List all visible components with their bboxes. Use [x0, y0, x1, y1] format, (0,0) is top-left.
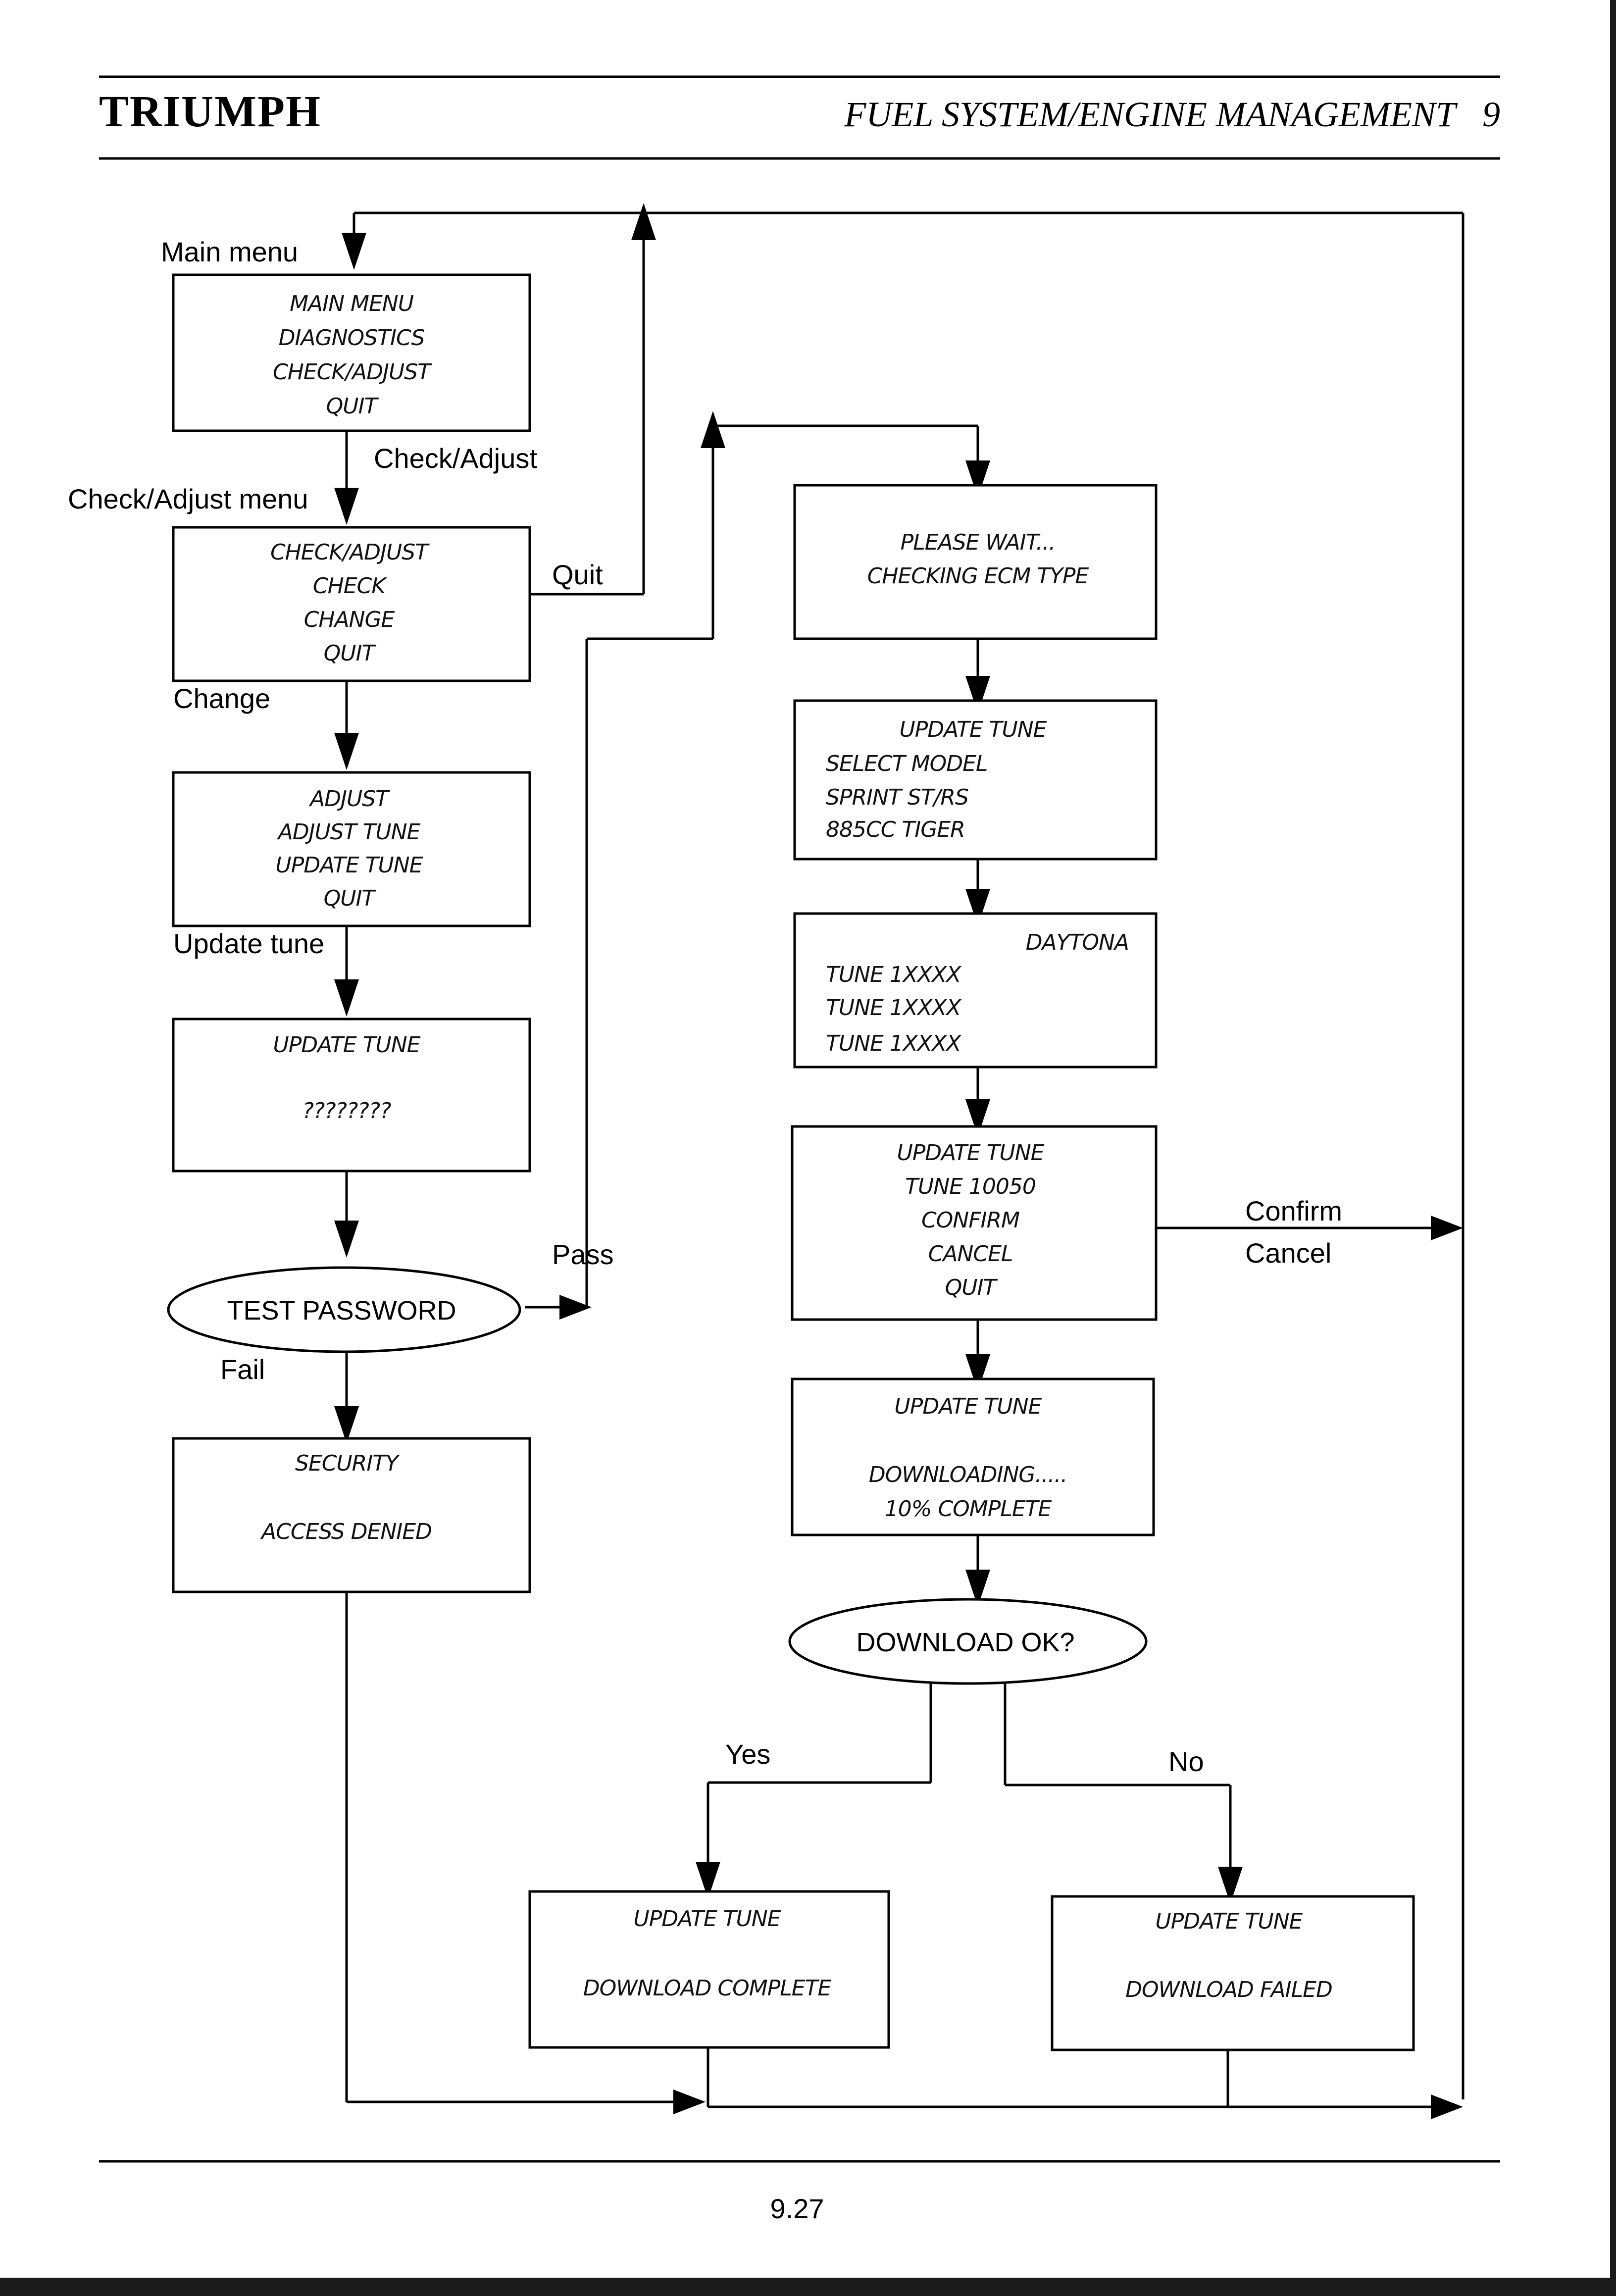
screen-line: SELECT MODEL: [826, 751, 987, 776]
screen-line: SECURITY: [295, 1451, 400, 1476]
label-change: Change: [173, 683, 270, 714]
arrowhead-main-menu: [342, 233, 366, 270]
screen-check-adjust: CHECK/ADJUST CHECK CHANGE QUIT: [172, 526, 531, 682]
arrowhead-test-password: [334, 1221, 359, 1258]
arrowhead-bottom-return: [1431, 2094, 1463, 2119]
screen-line: TUNE 1XXXX: [826, 1031, 961, 1056]
screen-select-model: UPDATE TUNE SELECT MODEL SPRINT ST/RS 88…: [793, 699, 1158, 861]
screen-download-failed: UPDATE TUNE DOWNLOAD FAILED: [1051, 1895, 1415, 2051]
arrowhead-adjust: [334, 733, 359, 770]
screen-line: DOWNLOADING.....: [869, 1462, 1067, 1487]
screen-line: 885CC TIGER: [826, 817, 965, 842]
screen-daytona: DAYTONA TUNE 1XXXX TUNE 1XXXX TUNE 1XXXX: [793, 912, 1158, 1069]
screen-line: 10% COMPLETE: [885, 1496, 1052, 1522]
arrowhead-download-complete: [696, 1862, 720, 1899]
arrowhead-download-failed: [1218, 1867, 1243, 1904]
screen-line: UPDATE TUNE: [895, 1394, 1042, 1419]
arrowhead-select-model: [965, 676, 990, 713]
screen-line: QUIT: [324, 886, 377, 911]
page-footer: 9.27: [99, 2160, 1500, 2224]
screen-line: UPDATE TUNE: [900, 717, 1047, 742]
arrowhead-pass: [559, 1295, 592, 1320]
arrowhead-security-return: [673, 2090, 706, 2114]
screen-please-wait: PLEASE WAIT... CHECKING ECM TYPE: [793, 484, 1158, 640]
arrowhead-daytona: [965, 889, 990, 926]
screen-line: TUNE 1XXXX: [826, 962, 961, 987]
screen-line: ACCESS DENIED: [260, 1519, 432, 1544]
screen-line: SPRINT ST/RS: [826, 785, 968, 810]
screen-line: UPDATE TUNE: [897, 1140, 1045, 1166]
screen-line: TUNE 1XXXX: [826, 995, 961, 1020]
screen-line: PLEASE WAIT...: [901, 530, 1056, 555]
screen-line: ????????: [303, 1098, 391, 1123]
arrowhead-pass-up: [701, 411, 725, 448]
screen-line: QUIT: [945, 1275, 998, 1300]
label-check-adjust-menu: Check/Adjust menu: [68, 483, 308, 514]
screen-line: ADJUST: [308, 786, 390, 812]
screen-confirm-tune: UPDATE TUNE TUNE 10050 CONFIRM CANCEL QU…: [791, 1125, 1158, 1321]
screen-adjust: ADJUST ADJUST TUNE UPDATE TUNE QUIT: [172, 771, 531, 927]
screen-line: TUNE 10050: [905, 1174, 1036, 1199]
screen-line: ADJUST TUNE: [277, 819, 421, 845]
screen-line: CONFIRM: [921, 1208, 1019, 1233]
screen-line: UPDATE TUNE: [276, 853, 423, 878]
page-number: 9.27: [770, 2193, 824, 2224]
screen-line: DIAGNOSTICS: [279, 325, 425, 351]
screen-security: SECURITY ACCESS DENIED: [172, 1437, 531, 1593]
arrowhead-check-adjust: [334, 488, 359, 525]
screen-line: CHANGE: [304, 607, 395, 632]
screen-line: CHECK: [313, 573, 387, 599]
label-quit: Quit: [552, 559, 603, 590]
arrowhead-quit: [631, 203, 656, 240]
screen-line: UPDATE TUNE: [634, 1906, 781, 1932]
label-no: No: [1168, 1746, 1204, 1777]
screen-line: CHECK/ADJUST: [273, 359, 432, 385]
arrowhead-security: [334, 1406, 359, 1443]
screen-line: CANCEL: [928, 1241, 1013, 1267]
screen-line: CHECK/ADJUST: [270, 540, 430, 565]
label-yes: Yes: [725, 1738, 770, 1770]
screen-line: QUIT: [324, 641, 377, 666]
arrowhead-password: [334, 979, 359, 1017]
page-header: TRIUMPH FUEL SYSTEM/ENGINE MANAGEMENT 9: [99, 75, 1500, 160]
flow-labels: Main menu Check/Adjust Check/Adjust menu…: [68, 236, 1342, 1777]
arrowhead-please-wait: [965, 460, 990, 498]
screen-main-menu: MAIN MENU DIAGNOSTICS CHECK/ADJUST QUIT: [172, 273, 531, 432]
screen-password: UPDATE TUNE ????????: [172, 1018, 531, 1173]
section-title: FUEL SYSTEM/ENGINE MANAGEMENT: [844, 95, 1458, 134]
screen-line: CHECKING ECM TYPE: [867, 563, 1089, 589]
arrowhead-download-ok: [965, 1570, 990, 1607]
arrowhead-confirm-cancel: [1431, 1216, 1463, 1240]
decision-label: DOWNLOAD OK?: [856, 1628, 1074, 1657]
label-fail: Fail: [220, 1354, 265, 1385]
arrowhead-downloading: [965, 1354, 990, 1391]
screen-line: UPDATE TUNE: [273, 1032, 421, 1058]
decision-test-password: TEST PASSWORD: [167, 1266, 521, 1353]
screen-line: MAIN MENU: [290, 291, 414, 316]
screen-line: QUIT: [326, 394, 379, 419]
screen-line: UPDATE TUNE: [1156, 1909, 1303, 1934]
label-confirm: Confirm: [1245, 1195, 1342, 1226]
label-check-adjust: Check/Adjust: [374, 443, 537, 474]
label-pass: Pass: [552, 1239, 614, 1270]
arrowheads: [334, 203, 1463, 2119]
label-main-menu: Main menu: [161, 236, 298, 267]
decision-download-ok: DOWNLOAD OK?: [788, 1598, 1148, 1685]
brand-logo: TRIUMPH: [99, 87, 321, 136]
label-cancel: Cancel: [1245, 1237, 1331, 1269]
screen-download-complete: UPDATE TUNE DOWNLOAD COMPLETE: [528, 1890, 890, 2049]
screen-downloading: UPDATE TUNE DOWNLOADING..... 10% COMPLET…: [791, 1378, 1155, 1536]
arrowhead-confirm: [965, 1099, 990, 1136]
section-number: 9: [1482, 95, 1500, 134]
screen-line: DOWNLOAD FAILED: [1125, 1977, 1332, 2002]
screen-line: DAYTONA: [1026, 930, 1129, 955]
screen-line: DOWNLOAD COMPLETE: [583, 1976, 832, 2001]
decision-label: TEST PASSWORD: [227, 1296, 456, 1326]
label-update-tune: Update tune: [173, 928, 324, 959]
